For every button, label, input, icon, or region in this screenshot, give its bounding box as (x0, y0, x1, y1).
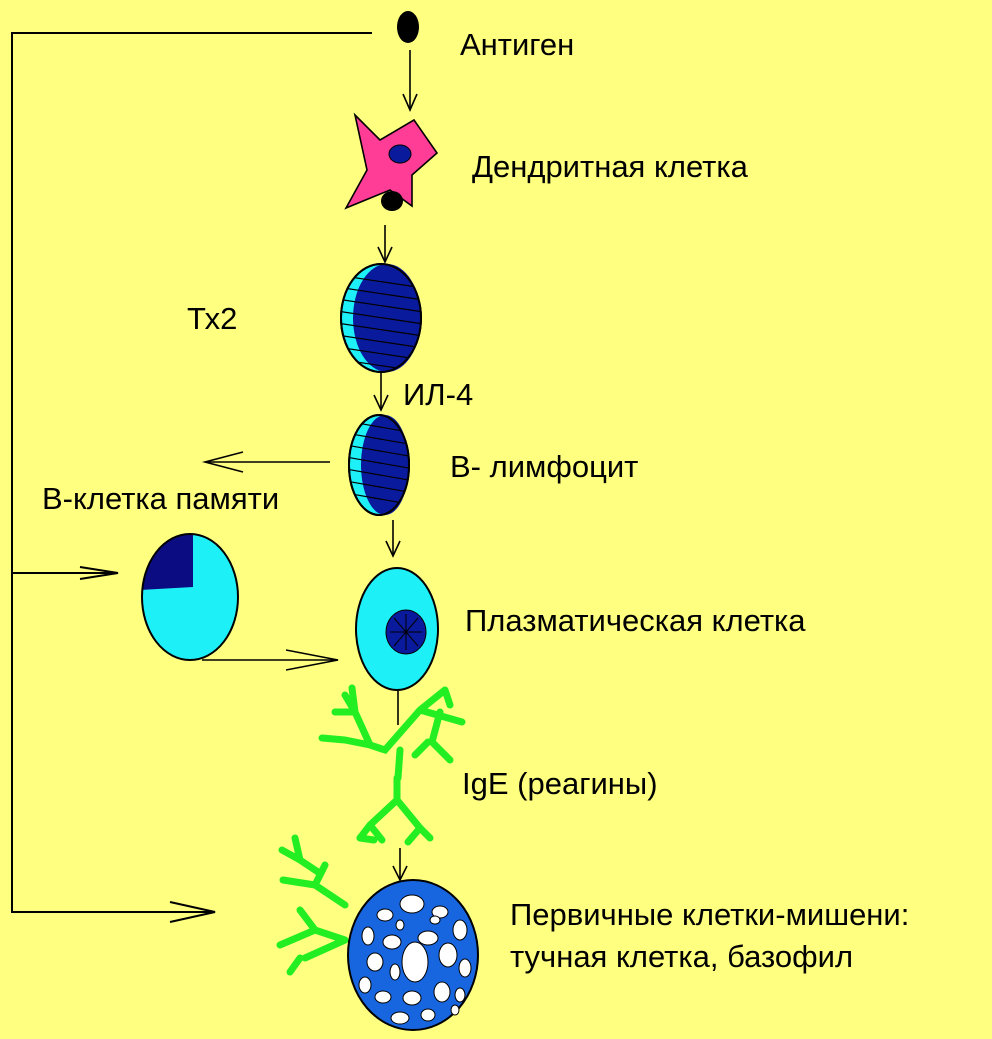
arrow-blymphocyte-to-memory (205, 452, 330, 472)
ige-antibody (322, 688, 462, 778)
th2-cell (330, 264, 430, 373)
b-lymphocyte-cell (340, 415, 420, 515)
arrow-ige-to-target (393, 848, 407, 880)
memory-b-cell (140, 533, 238, 660)
label-dendritic-cell: Дендритная клетка (472, 150, 748, 184)
antigen-particle (397, 11, 419, 43)
mast-cell (348, 880, 478, 1030)
ige-antibody (282, 838, 345, 905)
ige-antibody (360, 778, 420, 842)
feedback-loop-line (12, 33, 372, 912)
label-target-cells-line1: Первичные клетки-мишени: (510, 898, 909, 932)
label-target-cells-line2: тучная клетка, базофил (510, 940, 853, 974)
label-plasma-cell: Плазматическая клетка (465, 604, 806, 638)
label-il4: ИЛ-4 (403, 378, 473, 412)
processed-antigen (381, 191, 403, 211)
label-b-lymphocyte: В- лимфоцит (450, 450, 638, 484)
arrow-dendritic-to-th2 (378, 225, 392, 262)
label-ige: IgE (реагины) (462, 767, 658, 801)
feedback-loop (12, 33, 372, 922)
arrow-antigen-to-dendritic (403, 50, 417, 110)
arrow-blymphocyte-to-plasma (386, 520, 400, 556)
label-memory-b-cell: В-клетка памяти (42, 482, 279, 516)
dendritic-cell (346, 115, 437, 211)
ige-antibody (280, 910, 345, 972)
label-th2: Тх2 (187, 302, 237, 336)
plasma-cell (356, 568, 438, 690)
label-antigen: Антиген (460, 28, 574, 62)
arrow-memory-to-plasma (202, 650, 338, 670)
dendritic-cell-nucleus (389, 145, 411, 163)
arrow-th2-to-blymphocyte (374, 372, 388, 410)
